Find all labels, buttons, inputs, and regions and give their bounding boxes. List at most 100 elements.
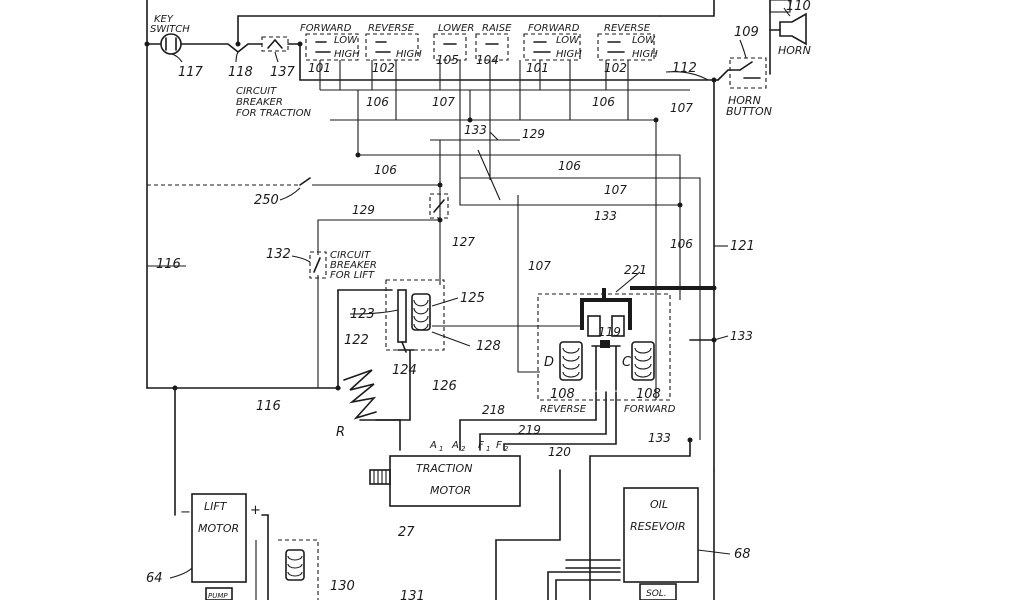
switch-bank	[305, 33, 655, 61]
oil-reservoir-icon	[623, 487, 699, 583]
label-cb-lift-1: CIRCUIT	[330, 250, 371, 261]
lift-relay-core	[397, 289, 407, 343]
ref-124: 124	[392, 363, 417, 378]
key-switch-blade	[165, 37, 177, 51]
ref-221: 221	[624, 263, 647, 277]
ref-119: 119	[598, 325, 621, 339]
wire-key-out	[181, 43, 263, 54]
wire-107-vert	[517, 195, 540, 373]
ref-101b: 101	[526, 61, 549, 75]
ref-132: 132	[266, 247, 291, 262]
wire-feed	[237, 15, 661, 45]
label-raise: RAISE	[482, 23, 512, 34]
label-d: D	[544, 355, 554, 370]
label-reverse-2: REVERSE	[604, 23, 651, 34]
label-cb-lift-2: BREAKER	[330, 260, 377, 271]
cb-traction-contact	[267, 38, 283, 49]
junction-dots	[144, 41, 717, 443]
ref-122: 122	[344, 333, 369, 348]
labels: KEY SWITCH FORWARD REVERSE LOWER RAISE F…	[150, 14, 811, 600]
ref-27: 27	[398, 525, 415, 540]
ref-133a: 133	[464, 123, 487, 137]
ref-105: 105	[436, 53, 459, 67]
wire-112	[299, 43, 719, 81]
circuit-breaker-traction-icon	[261, 36, 289, 52]
lift-motor-icon	[191, 493, 247, 583]
label-pump: PUMP	[208, 592, 228, 600]
key-switch-icon	[160, 33, 182, 55]
label-forward-1: FORWARD	[300, 23, 352, 34]
label-high-3: HIGH	[556, 49, 582, 60]
ref-102b: 102	[604, 61, 627, 75]
traction-motor-shaft	[369, 469, 391, 485]
relay-250-contact	[299, 177, 311, 186]
ref-218: 218	[482, 403, 505, 417]
label-horn-button-1: HORN	[728, 94, 761, 107]
resistor-r-icon	[343, 369, 377, 420]
ref-106d: 106	[558, 159, 581, 173]
ref-129b: 129	[352, 203, 375, 217]
ref-125: 125	[460, 291, 485, 306]
wire-row-106-107	[320, 89, 690, 155]
solenoid-icon	[639, 583, 677, 600]
ref-64: 64	[146, 571, 163, 586]
label-lower: LOWER	[438, 23, 474, 34]
label-sol: SOL.	[646, 589, 667, 599]
ref-106a: 106	[366, 95, 389, 109]
contactor-c-coil	[631, 341, 655, 381]
label-reverse-bottom: REVERSE	[540, 404, 587, 415]
ref-102a: 102	[372, 61, 395, 75]
label-reverse-1: REVERSE	[368, 23, 415, 34]
label-traction-motor-1: TRACTION	[416, 462, 472, 475]
ref-116b: 116	[256, 399, 281, 414]
lift-relay-box	[385, 279, 445, 351]
label-f1-sub: 1	[486, 445, 490, 453]
ref-107c: 107	[604, 183, 627, 197]
components	[160, 0, 807, 600]
wire-to-cb-lift	[317, 219, 440, 255]
contactor-coil-turns	[562, 347, 652, 378]
ref-219: 219	[518, 423, 541, 437]
ref-106e: 106	[670, 237, 693, 251]
label-key-switch-1: KEY	[154, 14, 174, 25]
label-forward-bottom: FORWARD	[624, 404, 676, 415]
label-c: C	[622, 355, 632, 370]
lift-relay-coil	[411, 293, 431, 331]
horn-button-contact	[739, 61, 761, 79]
label-a1: A	[429, 440, 437, 451]
ref-101a: 101	[308, 61, 331, 75]
wire-130-box	[278, 539, 319, 600]
label-horn: HORN	[778, 44, 811, 57]
wire-r	[359, 419, 401, 451]
wire-219	[479, 391, 607, 451]
ref-108a: 108	[550, 387, 575, 402]
wire-row-133	[459, 130, 701, 440]
ref-68: 68	[734, 547, 751, 562]
ref-250: 250	[254, 193, 279, 208]
ref-137: 137	[270, 65, 296, 80]
label-horn-button-2: BUTTON	[726, 105, 772, 118]
horn-icon	[779, 12, 807, 46]
wire-horn	[717, 69, 741, 81]
cb-lift-contact	[313, 257, 321, 273]
label-lift-motor-2: MOTOR	[198, 522, 239, 535]
label-f2: F	[496, 440, 502, 451]
relay-130-coil	[285, 549, 305, 581]
ref-109: 109	[734, 25, 759, 40]
contactor-119	[591, 345, 621, 391]
ref-107a: 107	[432, 95, 455, 109]
label-f1: F	[478, 440, 484, 451]
wire-218	[459, 391, 597, 451]
horn-mount	[769, 0, 791, 13]
label-r: R	[336, 425, 345, 440]
reference-numbers: 110 109 117 118 137 101 102 105 104 101 …	[146, 0, 811, 600]
ref-127: 127	[452, 235, 475, 249]
label-a2: A	[451, 440, 459, 451]
label-high-4: HIGH	[632, 49, 658, 60]
label-a2-sub: 2	[461, 445, 466, 453]
ref-130: 130	[330, 579, 355, 594]
label-oil-2: RESEVOIR	[630, 520, 686, 533]
ref-117: 117	[178, 65, 204, 80]
ref-126: 126	[432, 379, 457, 394]
